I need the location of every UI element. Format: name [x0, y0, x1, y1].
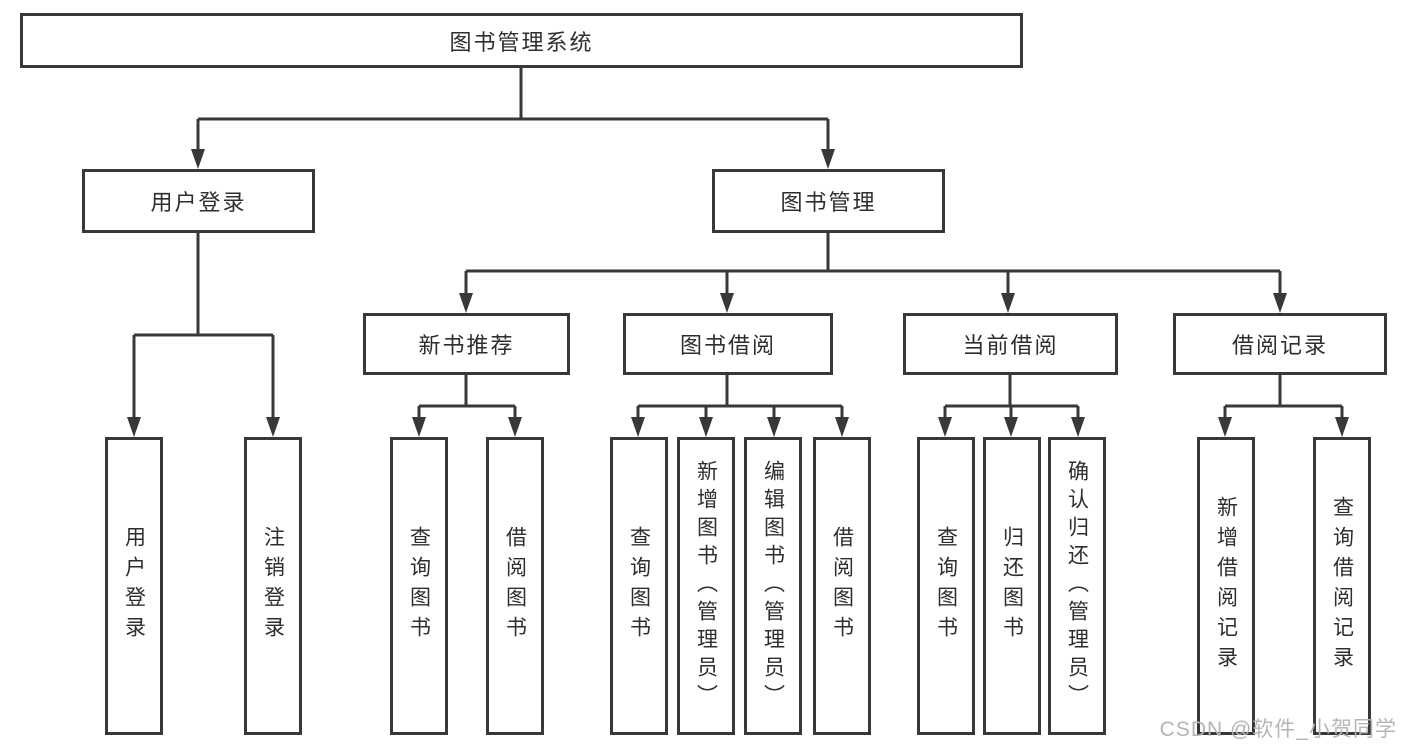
leaf-query-books: 查询图书 [610, 437, 668, 735]
leaf-confirm-return-admin: 确认归还（管理员） [1048, 437, 1106, 735]
node-label: 图书管理系统 [449, 29, 594, 55]
node-book-management: 图书管理 [712, 169, 945, 233]
node-label: 图书管理 [780, 190, 877, 215]
node-new-book-recommend: 新书推荐 [363, 313, 570, 375]
node-label: 确认归还（管理员） [1065, 460, 1089, 712]
leaf-query-books: 查询图书 [917, 437, 975, 735]
leaf-query-books: 查询图书 [390, 437, 448, 735]
node-label: 新增借阅记录 [1214, 496, 1238, 676]
node-root-system: 图书管理系统 [20, 13, 1023, 68]
node-label: 借阅图书 [503, 526, 527, 646]
node-label: 编辑图书（管理员） [761, 460, 785, 712]
node-label: 图书借阅 [679, 333, 776, 358]
node-book-borrow: 图书借阅 [623, 313, 833, 375]
leaf-add-books-admin: 新增图书（管理员） [677, 437, 735, 735]
node-label: 当前借阅 [962, 333, 1059, 358]
node-label: 借阅图书 [830, 526, 854, 646]
node-label: 用户登录 [150, 190, 247, 215]
node-label: 归还图书 [1000, 526, 1024, 646]
node-label: 用户登录 [122, 526, 146, 646]
node-label: 新增图书（管理员） [694, 460, 718, 712]
csdn-watermark: CSDN @软件_小贺同学 [1159, 718, 1397, 741]
node-label: 注销登录 [261, 526, 285, 646]
node-label: 查询图书 [934, 526, 958, 646]
leaf-logout: 注销登录 [244, 437, 302, 735]
node-label: 查询图书 [627, 526, 651, 646]
leaf-borrow-books: 借阅图书 [486, 437, 544, 735]
leaf-return-books: 归还图书 [983, 437, 1041, 735]
node-label: 新书推荐 [418, 333, 515, 358]
node-label: 借阅记录 [1231, 333, 1328, 358]
leaf-user-login: 用户登录 [105, 437, 163, 735]
leaf-query-borrow-record: 查询借阅记录 [1313, 437, 1371, 735]
node-user-login: 用户登录 [82, 169, 315, 233]
node-current-borrow: 当前借阅 [903, 313, 1118, 375]
node-label: 查询图书 [407, 526, 431, 646]
node-label: 查询借阅记录 [1330, 496, 1354, 676]
node-borrow-records: 借阅记录 [1173, 313, 1387, 375]
leaf-borrow-books: 借阅图书 [813, 437, 871, 735]
leaf-add-borrow-record: 新增借阅记录 [1197, 437, 1255, 735]
leaf-edit-books-admin: 编辑图书（管理员） [744, 437, 802, 735]
